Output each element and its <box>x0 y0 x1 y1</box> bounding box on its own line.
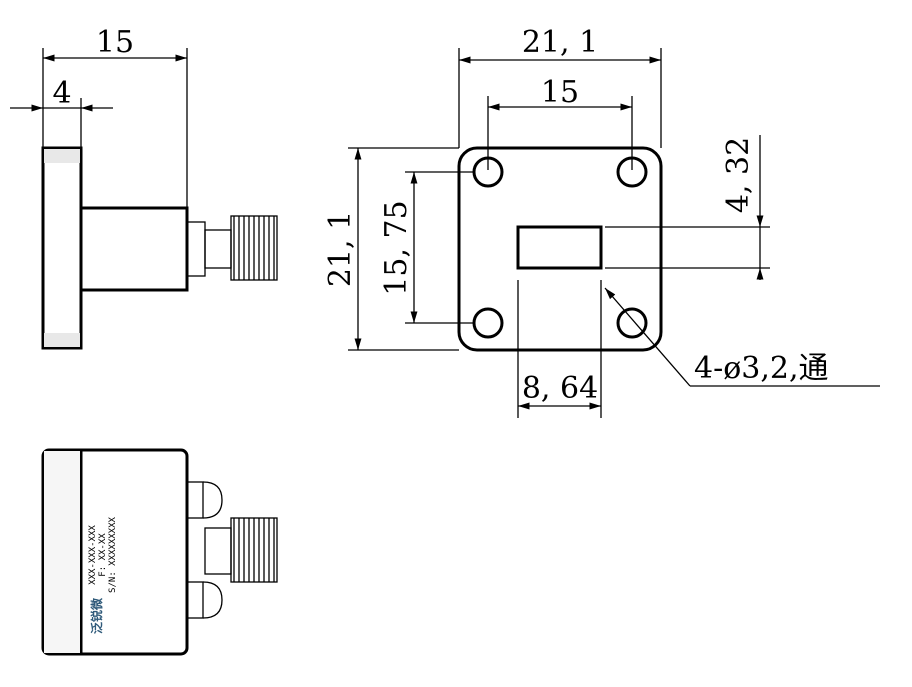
mounting-hole-tr <box>616 156 648 188</box>
dim-text-15: 15 <box>96 25 134 60</box>
flange <box>41 146 83 350</box>
product-label-line2: F: XX-XX <box>98 533 108 577</box>
mounting-hole-br <box>616 307 648 339</box>
brand-logo: 泛锐微 <box>89 597 104 634</box>
dim-text-4-32: 4, 32 <box>721 137 756 213</box>
screw-bottom <box>186 581 223 619</box>
screw-top <box>186 481 223 519</box>
product-label-line1: XXX-XXX-XXX <box>88 525 98 585</box>
front-view: 21, 1 15 21, 1 15, 75 4, 32 <box>323 25 880 418</box>
mounting-hole-bl <box>472 307 504 339</box>
body <box>79 206 189 292</box>
flange-face <box>457 146 663 352</box>
dim-text-21-1-width: 21, 1 <box>522 25 598 60</box>
hole-callout: 4-ø3,2,通 <box>694 351 829 386</box>
dim-text-hole-spacing: 15 <box>541 75 579 110</box>
sma-connector <box>186 215 278 281</box>
waveguide-slot <box>516 225 603 270</box>
side-view: 15 4 <box>10 25 278 350</box>
product-label-line3: S/N: XXXXXXXXX <box>108 516 118 592</box>
dim-text-15-75: 15, 75 <box>379 200 414 295</box>
sma-connector-top <box>204 517 278 583</box>
dim-text-8-64: 8, 64 <box>522 371 598 406</box>
dim-text-21-1-height: 21, 1 <box>323 211 358 287</box>
dim-text-4: 4 <box>52 76 71 111</box>
top-body <box>41 448 189 656</box>
top-view: XXX-XXX-XXX F: XX-XX S/N: XXXXXXXXX 泛锐微 <box>41 448 278 656</box>
